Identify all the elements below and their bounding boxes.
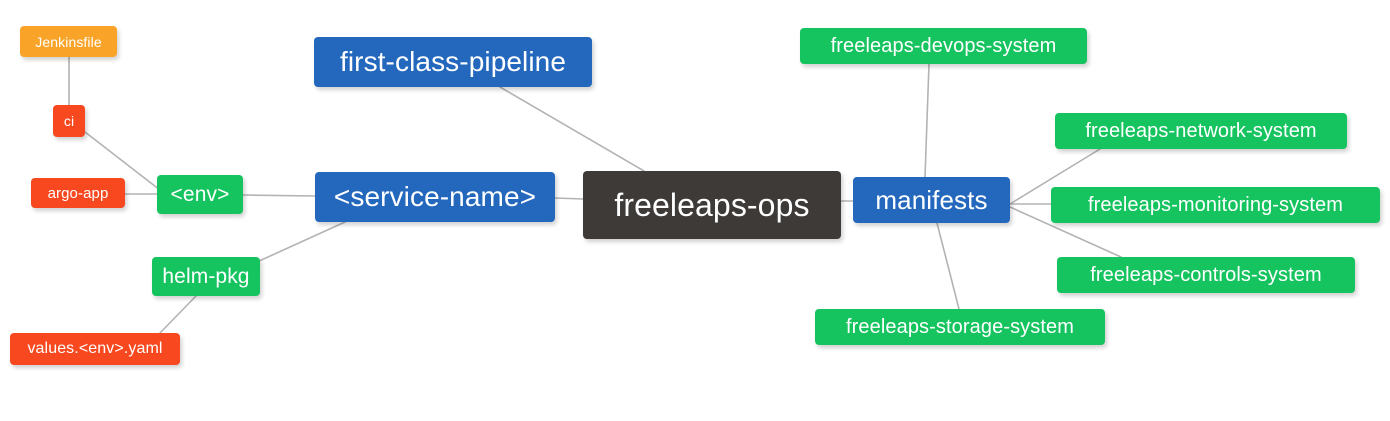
node-label-freeleaps-devops-system: freeleaps-devops-system [830, 35, 1057, 57]
node-label-env: <env> [170, 183, 230, 206]
node-env[interactable]: <env> [157, 175, 243, 214]
node-label-freeleaps-ops: freeleaps-ops [614, 187, 810, 223]
node-freeleaps-controls-system[interactable]: freeleaps-controls-system [1057, 257, 1355, 293]
node-label-manifests: manifests [875, 185, 988, 215]
node-argo-app[interactable]: argo-app [31, 178, 125, 208]
node-freeleaps-monitoring-system[interactable]: freeleaps-monitoring-system [1051, 187, 1380, 223]
edge-service-name-to-freeleaps-ops [554, 197, 584, 200]
node-label-jenkinsfile: Jenkinsfile [35, 33, 102, 50]
node-label-values-yaml: values.<env>.yaml [27, 340, 163, 357]
node-freeleaps-ops[interactable]: freeleaps-ops [583, 171, 841, 239]
node-label-helm-pkg: helm-pkg [162, 265, 250, 288]
node-label-service-name: <service-name> [333, 181, 537, 212]
edge-values-yaml-to-helm-pkg [159, 295, 197, 334]
node-values-yaml[interactable]: values.<env>.yaml [10, 333, 180, 365]
node-label-first-class-pipeline: first-class-pipeline [339, 46, 567, 77]
node-label-freeleaps-storage-system: freeleaps-storage-system [845, 316, 1075, 338]
node-freeleaps-network-system[interactable]: freeleaps-network-system [1055, 113, 1347, 149]
edge-env-to-service-name [242, 194, 316, 197]
node-helm-pkg[interactable]: helm-pkg [152, 257, 260, 296]
node-first-class-pipeline[interactable]: first-class-pipeline [314, 37, 592, 87]
node-label-freeleaps-controls-system: freeleaps-controls-system [1090, 264, 1322, 286]
node-ci[interactable]: ci [53, 105, 85, 137]
node-label-ci: ci [63, 113, 75, 129]
node-label-argo-app: argo-app [47, 184, 109, 202]
edge-manifests-to-freeleaps-devops-system [924, 63, 930, 178]
node-label-freeleaps-monitoring-system: freeleaps-monitoring-system [1087, 194, 1343, 216]
node-service-name[interactable]: <service-name> [315, 172, 555, 222]
edge-manifests-to-freeleaps-storage-system [936, 222, 960, 310]
node-label-freeleaps-network-system: freeleaps-network-system [1085, 120, 1317, 142]
node-freeleaps-storage-system[interactable]: freeleaps-storage-system [815, 309, 1105, 345]
edge-first-class-pipeline-to-freeleaps-ops [499, 86, 645, 172]
node-manifests[interactable]: manifests [853, 177, 1010, 223]
edge-helm-pkg-to-service-name [256, 221, 346, 263]
node-freeleaps-devops-system[interactable]: freeleaps-devops-system [800, 28, 1087, 64]
node-jenkinsfile[interactable]: Jenkinsfile [20, 26, 117, 57]
